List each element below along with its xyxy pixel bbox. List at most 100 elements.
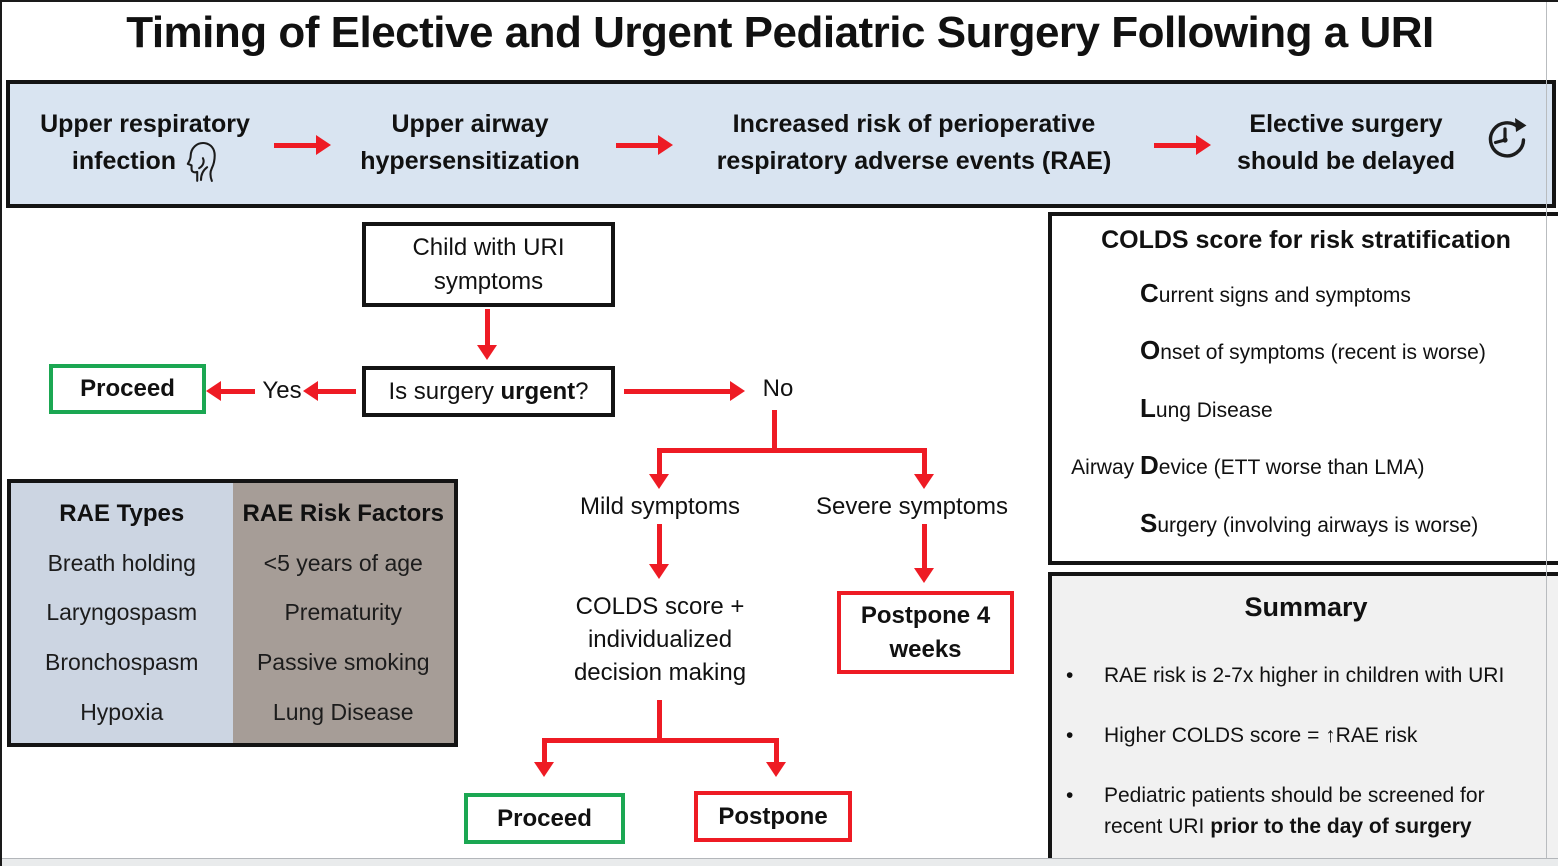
- arrow-head: [766, 762, 786, 777]
- connector-vline: [657, 700, 662, 740]
- bullet-text: RAE risk is 2-7x higher in children with…: [1104, 664, 1505, 687]
- rae-risk-header: RAE Risk Factors: [242, 499, 444, 527]
- table-row: Bronchospasm: [45, 649, 199, 676]
- arrow-stem: [316, 389, 356, 394]
- banner-step-delay-line1: Elective surgery: [1249, 110, 1443, 138]
- connector-hline: [542, 738, 779, 743]
- child-uri-line1: Child with URI: [412, 233, 565, 261]
- colds-rest: urrent signs and symptoms: [1158, 284, 1411, 307]
- banner-step-uri-line2: infection: [16, 141, 274, 182]
- colds-letter: L: [1140, 393, 1156, 423]
- banner-step-rae-risk: Increased risk of perioperative respirat…: [684, 106, 1144, 180]
- colds-letter: D: [1140, 450, 1159, 480]
- mild-symptoms-label: Mild symptoms: [579, 493, 741, 520]
- proceed-top-box: Proceed: [49, 364, 206, 414]
- table-row: Lung Disease: [272, 698, 414, 725]
- arrow-stem: [485, 309, 490, 347]
- bullet-bold: prior to the day of surgery: [1210, 815, 1472, 838]
- head-airway-icon: [186, 141, 216, 182]
- postpone-4-weeks-box: Postpone 4 weeks: [837, 591, 1014, 674]
- colds-decision-line2: individualized: [587, 626, 733, 653]
- colds-decision-line3: decision making: [573, 659, 747, 686]
- postpone4-line2: weeks: [889, 635, 962, 663]
- no-label: No: [762, 375, 794, 402]
- banner-arrow-2-stem: [616, 143, 658, 148]
- bullet-dot: •: [1066, 724, 1074, 747]
- colds-rest: nset of symptoms (recent is worse): [1160, 341, 1486, 364]
- banner-step-hyper-line1: Upper airway: [391, 110, 549, 138]
- connector-hline: [657, 448, 927, 453]
- page-title: Timing of Elective and Urgent Pediatric …: [126, 8, 1434, 57]
- table-row: Passive smoking: [256, 649, 430, 676]
- child-uri-line2: symptoms: [433, 267, 544, 295]
- banner-step-uri: Upper respiratory infection: [16, 106, 274, 182]
- list-item: • Higher COLDS score = ↑RAE risk: [1066, 720, 1544, 751]
- colds-prefix: Airway: [1071, 456, 1140, 479]
- arrow-head: [914, 474, 934, 489]
- banner-arrow-2-head: [658, 135, 673, 155]
- banner-step-delay-line2: should be delayed: [1236, 147, 1456, 175]
- arrow-stem: [774, 738, 779, 764]
- banner-arrow-1-stem: [274, 143, 316, 148]
- delay-clock-icon: [1480, 116, 1528, 164]
- rae-types-column: RAE Types Breath holding Laryngospasm Br…: [11, 483, 233, 743]
- banner-step-uri-line1: Upper respiratory: [40, 110, 250, 138]
- rae-risk-factors-column: RAE Risk Factors <5 years of age Prematu…: [232, 483, 454, 743]
- pathway-banner: Upper respiratory infection Upper airway…: [6, 80, 1556, 208]
- summary-title: Summary: [1244, 592, 1368, 622]
- colds-rest: urgery (involving airways is worse): [1157, 514, 1479, 537]
- banner-arrow-3-stem: [1154, 143, 1196, 148]
- table-row: Prematurity: [284, 599, 403, 626]
- arrow-stem: [542, 738, 547, 764]
- arrow-stem: [219, 389, 255, 394]
- colds-letter: C: [1140, 278, 1159, 308]
- colds-box-title: COLDS score for risk stratification: [1101, 226, 1511, 254]
- arrow-stem: [657, 524, 662, 566]
- connector-vline: [772, 410, 777, 451]
- summary-bullet-text: RAE risk is 2-7x higher in children with…: [1104, 660, 1504, 691]
- urgent-pre: Is surgery: [388, 377, 501, 405]
- summary-bullet-text: Pediatric patients should be screened fo…: [1104, 780, 1544, 842]
- proceed-bottom-label: Proceed: [497, 804, 592, 832]
- arrow-head: [206, 381, 221, 401]
- arrow-head: [730, 381, 745, 401]
- bullet-dot: •: [1066, 664, 1074, 687]
- banner-step-rae-line2: respiratory adverse events (RAE): [716, 147, 1112, 175]
- arrow-stem: [624, 389, 730, 394]
- urgent-question-box: Is surgery urgent?: [362, 366, 615, 417]
- arrow-stem: [922, 524, 927, 570]
- urgent-bold: urgent: [500, 377, 576, 405]
- table-row: Laryngospasm: [46, 599, 198, 626]
- postpone-bottom-box: Postpone: [694, 791, 852, 842]
- colds-decision-line1: COLDS score +: [575, 593, 745, 620]
- colds-rest: ung Disease: [1155, 399, 1273, 422]
- proceed-top-label: Proceed: [80, 375, 175, 402]
- colds-letter: S: [1140, 508, 1158, 538]
- postpone4-line1: Postpone 4: [860, 601, 991, 629]
- banner-step-hyper-line2: hypersensitization: [360, 147, 580, 175]
- table-row: <5 years of age: [263, 549, 423, 576]
- list-item: • RAE risk is 2-7x higher in children wi…: [1066, 660, 1544, 691]
- banner-arrow-3-head: [1196, 135, 1211, 155]
- arrow-head: [477, 345, 497, 360]
- colds-rest: evice (ETT worse than LMA): [1158, 456, 1425, 479]
- banner-step-delay: Elective surgery should be delayed: [1222, 106, 1470, 180]
- bullet-dot: •: [1066, 784, 1074, 807]
- proceed-bottom-box: Proceed: [464, 793, 625, 844]
- banner-step-uri-line2-text: infection: [71, 147, 177, 175]
- arrow-stem: [922, 448, 927, 476]
- arrow-head: [303, 381, 318, 401]
- banner-arrow-1-head: [316, 135, 331, 155]
- slide-bottom-edge: [2, 858, 1558, 866]
- urgent-question-text: Is surgery urgent?: [388, 375, 588, 409]
- colds-letter: O: [1140, 335, 1161, 365]
- rae-types-header: RAE Types: [59, 499, 185, 527]
- banner-step-hypersensitization: Upper airway hypersensitization: [334, 106, 606, 180]
- list-item: • Pediatric patients should be screened …: [1066, 780, 1544, 842]
- summary-bullet-text: Higher COLDS score = ↑RAE risk: [1104, 720, 1417, 751]
